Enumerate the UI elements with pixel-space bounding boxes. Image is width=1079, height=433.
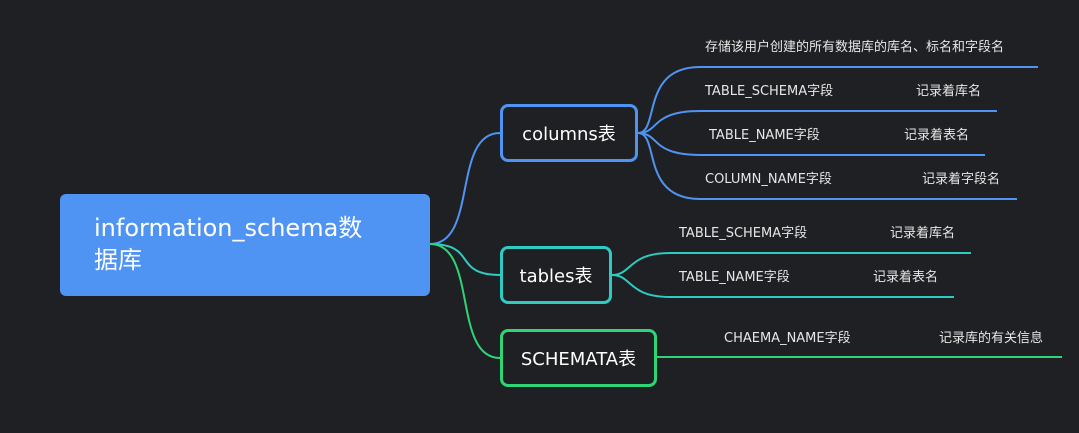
link-tables-field-2 <box>611 274 954 298</box>
columns-node[interactable]: columns表 <box>500 104 638 162</box>
root-label-line1: information_schema数 <box>94 214 363 242</box>
columns-field-3[interactable]: COLUMN_NAME字段 <box>705 172 832 187</box>
columns-note-2[interactable]: 记录着表名 <box>904 128 970 143</box>
tables-node[interactable]: tables表 <box>500 246 612 304</box>
link-columns-field-2 <box>637 132 985 156</box>
link-columns-description <box>637 66 1038 134</box>
schemata-field-1[interactable]: CHAEMA_NAME字段 <box>724 331 851 346</box>
columns-node-label: columns表 <box>522 124 616 145</box>
columns-description[interactable]: 存储该用户创建的所有数据库的库名、标名和字段名 <box>705 40 1005 55</box>
tables-field-2[interactable]: TABLE_NAME字段 <box>679 270 790 285</box>
link-columns-field-3 <box>637 132 1017 200</box>
schemata-note-1[interactable]: 记录库的有关信息 <box>939 331 1044 346</box>
tables-note-2[interactable]: 记录着表名 <box>873 270 939 285</box>
columns-note-3[interactable]: 记录着字段名 <box>922 172 1001 187</box>
tables-note-1[interactable]: 记录着库名 <box>890 226 956 241</box>
root-label-line2: 据库 <box>94 246 142 274</box>
columns-note-1[interactable]: 记录着库名 <box>916 84 982 99</box>
schemata-node[interactable]: SCHEMATA表 <box>500 329 657 387</box>
root-node[interactable]: information_schema数 据库 <box>60 194 430 296</box>
link-columns-field-1 <box>637 110 997 134</box>
link-root-schemata <box>429 243 501 359</box>
link-root-tables <box>429 243 501 276</box>
link-root-columns <box>429 132 501 245</box>
columns-field-1[interactable]: TABLE_SCHEMA字段 <box>705 84 834 99</box>
columns-field-2[interactable]: TABLE_NAME字段 <box>709 128 820 143</box>
tables-field-1[interactable]: TABLE_SCHEMA字段 <box>679 226 808 241</box>
link-tables-field-1 <box>611 252 971 276</box>
schemata-node-label: SCHEMATA表 <box>520 349 637 370</box>
tables-node-label: tables表 <box>519 266 593 287</box>
